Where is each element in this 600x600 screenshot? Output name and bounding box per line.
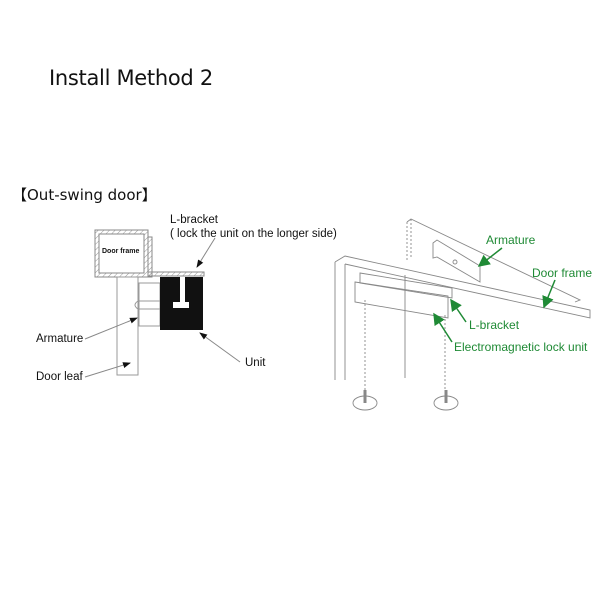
- l-bracket-note: ( lock the unit on the longer side): [170, 228, 337, 240]
- armature-label: Armature: [36, 333, 84, 345]
- door-frame-label: Door frame: [102, 248, 140, 255]
- l-bracket-label: L-bracket: [170, 214, 218, 226]
- section-subtitle: 【Out-swing door】: [12, 186, 157, 204]
- l-bracket-callout: L-bracket: [469, 318, 520, 332]
- door-frame-callout: Door frame: [532, 266, 593, 280]
- armature-callout: Armature: [486, 233, 536, 247]
- lock-unit-callout: Electromagnetic lock unit: [454, 340, 588, 354]
- green-callout-arrows: [433, 247, 556, 343]
- unit-label: Unit: [245, 357, 266, 369]
- page-title: Install Method 2: [49, 66, 213, 90]
- door-leaf-label: Door leaf: [36, 371, 83, 383]
- out-swing-section-drawing: [84, 229, 241, 378]
- perspective-installation-drawing: [334, 218, 591, 411]
